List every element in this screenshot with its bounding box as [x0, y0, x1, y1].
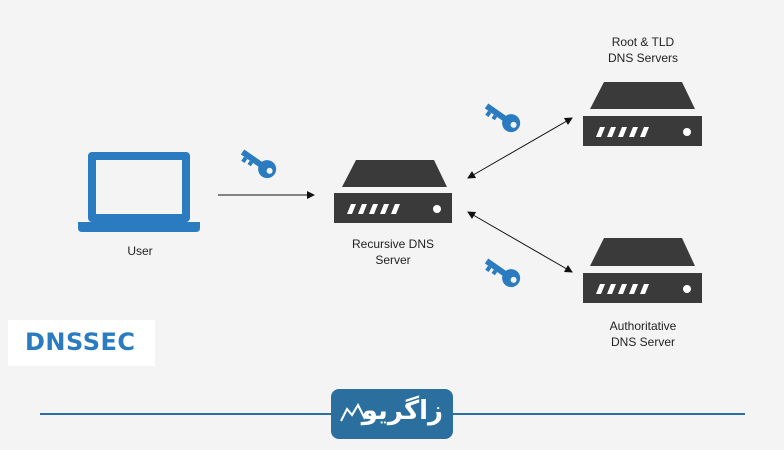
- authoritative-label-line2: DNS Server: [610, 335, 675, 349]
- recursive-label-line1: Recursive DNS: [351, 237, 435, 251]
- laptop-icon: [78, 152, 200, 232]
- brand-logo: زاگریو: [331, 389, 453, 439]
- server-icon: [583, 238, 702, 303]
- recursive-server-label: Recursive DNS Server: [330, 236, 456, 268]
- key-icon: [484, 103, 521, 133]
- arrow-recursive-authoritative: [467, 211, 573, 273]
- root-tld-label: Root & TLD DNS Servers: [580, 34, 706, 66]
- recursive-label-line2: Server: [375, 253, 411, 267]
- dnssec-badge: DNSSEC: [8, 320, 155, 366]
- user-label: User: [127, 244, 153, 258]
- logo-chart-icon: [340, 402, 366, 422]
- authoritative-label-line1: Authoritative: [609, 319, 677, 333]
- key-icon: [240, 149, 277, 179]
- authoritative-label: Authoritative DNS Server: [580, 318, 706, 350]
- root-label-line2: DNS Servers: [607, 51, 678, 65]
- key-icon: [484, 258, 521, 288]
- server-icon: [583, 82, 702, 146]
- root-label-line1: Root & TLD: [611, 35, 675, 49]
- arrow-recursive-root: [467, 117, 573, 179]
- dnssec-title: DNSSEC: [25, 328, 136, 356]
- logo-text: زاگریو: [361, 396, 443, 426]
- footer-divider-right: [452, 413, 745, 415]
- footer-divider-left: [40, 413, 333, 415]
- server-icon: [334, 160, 452, 223]
